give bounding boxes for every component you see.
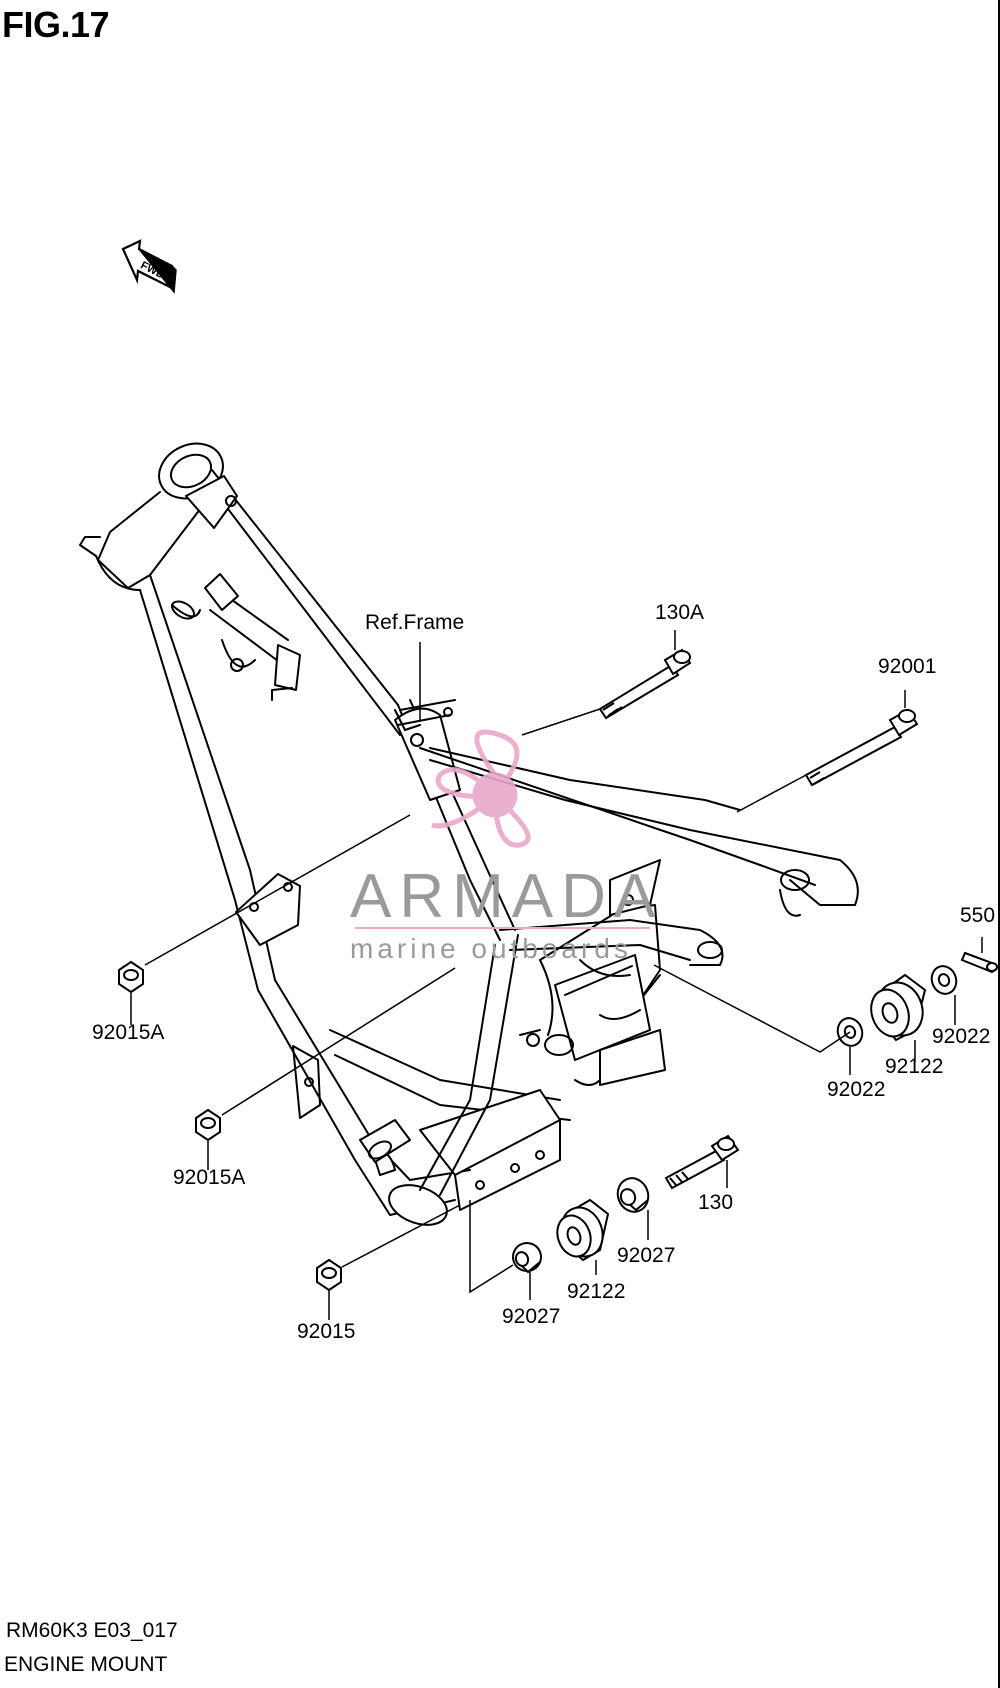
nut-92015a-upper-part: [118, 960, 144, 994]
label-92001: 92001: [878, 655, 936, 678]
label-92122-upper: 92122: [885, 1055, 943, 1078]
motorcycle-frame: [79, 442, 859, 1226]
label-92122-lower: 92122: [567, 1280, 625, 1303]
label-92022-left: 92022: [827, 1078, 885, 1101]
leader-lines: [130, 630, 983, 1320]
figure-title: FIG.17: [2, 4, 110, 45]
bushing-92122-lower-part: [556, 1198, 610, 1262]
nut-92015-part: [316, 1258, 342, 1292]
washer-92022-right-part: [930, 965, 958, 995]
label-130a: 130A: [655, 601, 704, 624]
label-130: 130: [698, 1191, 733, 1214]
bushing-92122-upper-part: [870, 973, 927, 1042]
label-92015: 92015: [297, 1320, 355, 1343]
watermark-name: ARMADA: [350, 862, 663, 931]
diagram-caption: ENGINE MOUNT: [4, 1653, 168, 1676]
label-550: 550: [960, 904, 995, 927]
nut-92015a-lower-part: [195, 1108, 221, 1142]
label-92027-right: 92027: [617, 1244, 675, 1267]
label-92015a-upper: 92015A: [92, 1021, 164, 1044]
bolt-92001-part: [804, 708, 919, 787]
label-92022-right: 92022: [932, 1025, 990, 1048]
fwd-arrow-icon: FWD: [121, 239, 177, 294]
bolt-130-part: [664, 1134, 740, 1190]
label-92027-left: 92027: [502, 1305, 560, 1328]
diagram-code: RM60K3 E03_017: [6, 1619, 178, 1642]
bolt-130a-part: [598, 648, 692, 720]
label-92015a-lower: 92015A: [173, 1166, 245, 1189]
cotter-pin-550-part: [960, 951, 998, 974]
label-ref-frame: Ref.Frame: [365, 611, 464, 634]
armada-logo: [431, 729, 531, 848]
collar-92027-right-part: [616, 1177, 650, 1213]
page-border: [998, 0, 1000, 1688]
watermark-tagline: marine outboards: [350, 933, 632, 964]
collar-92027-left-part: [512, 1242, 542, 1274]
